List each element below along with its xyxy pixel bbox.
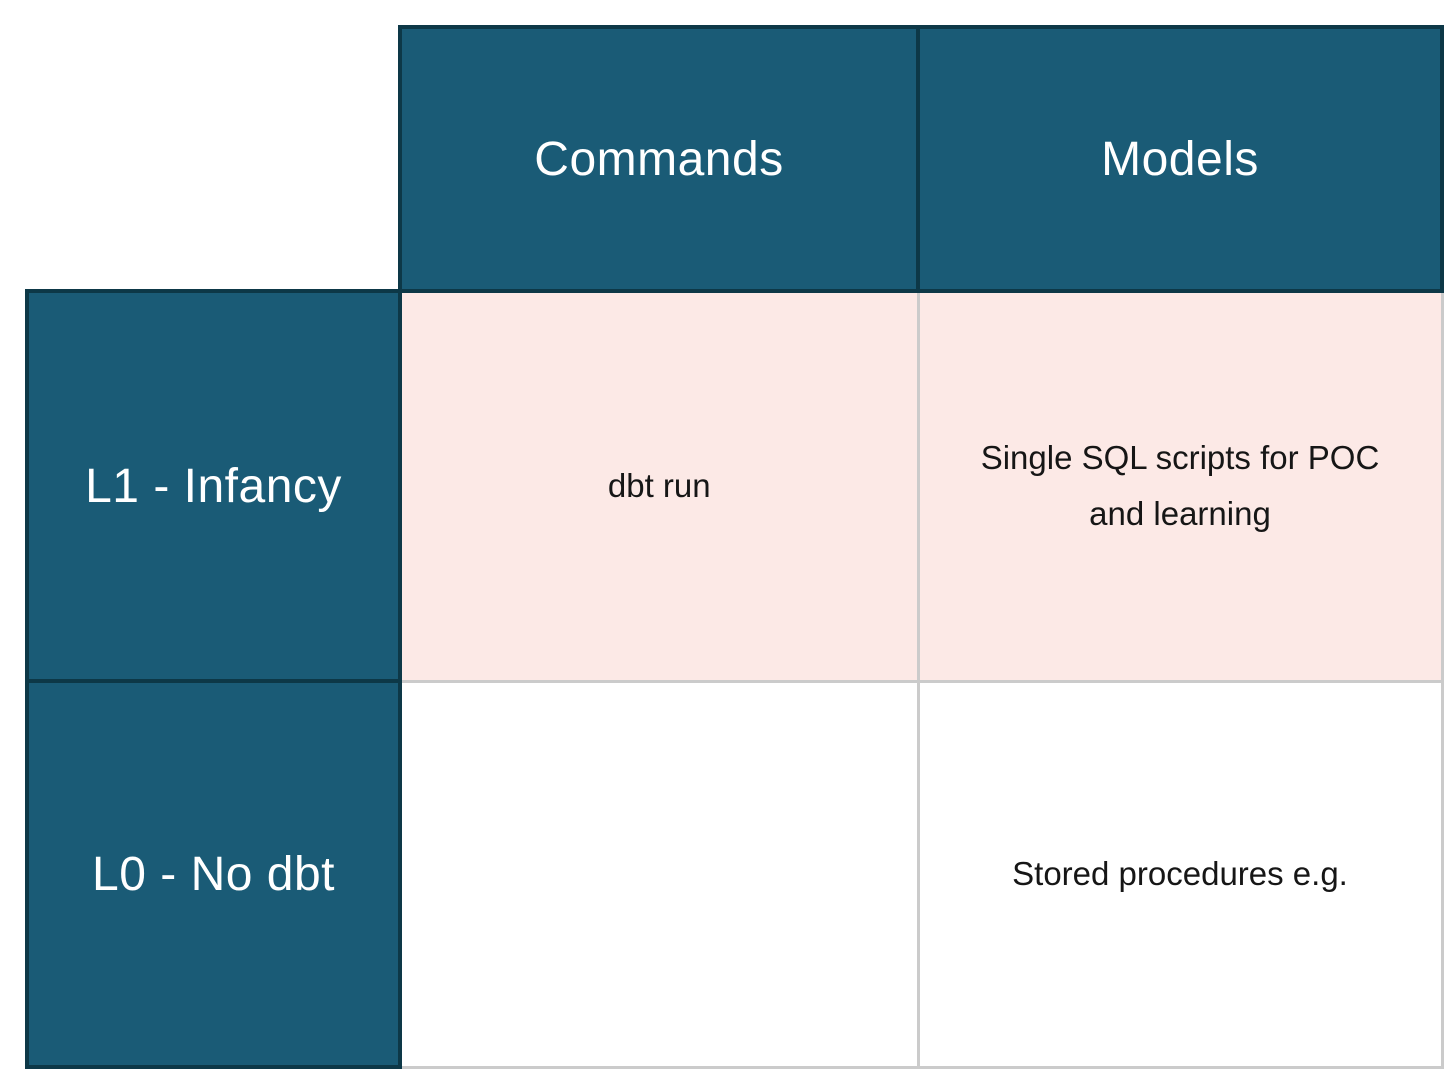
cell-l0-models: Stored procedures e.g. [916, 679, 1444, 1069]
cell-l0-commands [398, 679, 920, 1069]
maturity-matrix-table: Commands Models L1 - Infancy dbt run Sin… [25, 25, 1444, 1069]
row-l1-infancy: L1 - Infancy dbt run Single SQL scripts … [25, 289, 1444, 683]
cell-l1-commands: dbt run [398, 289, 920, 683]
corner-cell [27, 27, 400, 291]
row-header-l0-no-dbt: L0 - No dbt [25, 679, 402, 1069]
cell-l1-models: Single SQL scripts for POC and learning [916, 289, 1444, 683]
row-header-l1-infancy: L1 - Infancy [25, 289, 402, 683]
column-header-models: Models [916, 25, 1444, 293]
header-row: Commands Models [27, 25, 1444, 293]
row-l0-no-dbt: L0 - No dbt Stored procedures e.g. [25, 679, 1444, 1069]
column-header-commands: Commands [398, 25, 920, 293]
